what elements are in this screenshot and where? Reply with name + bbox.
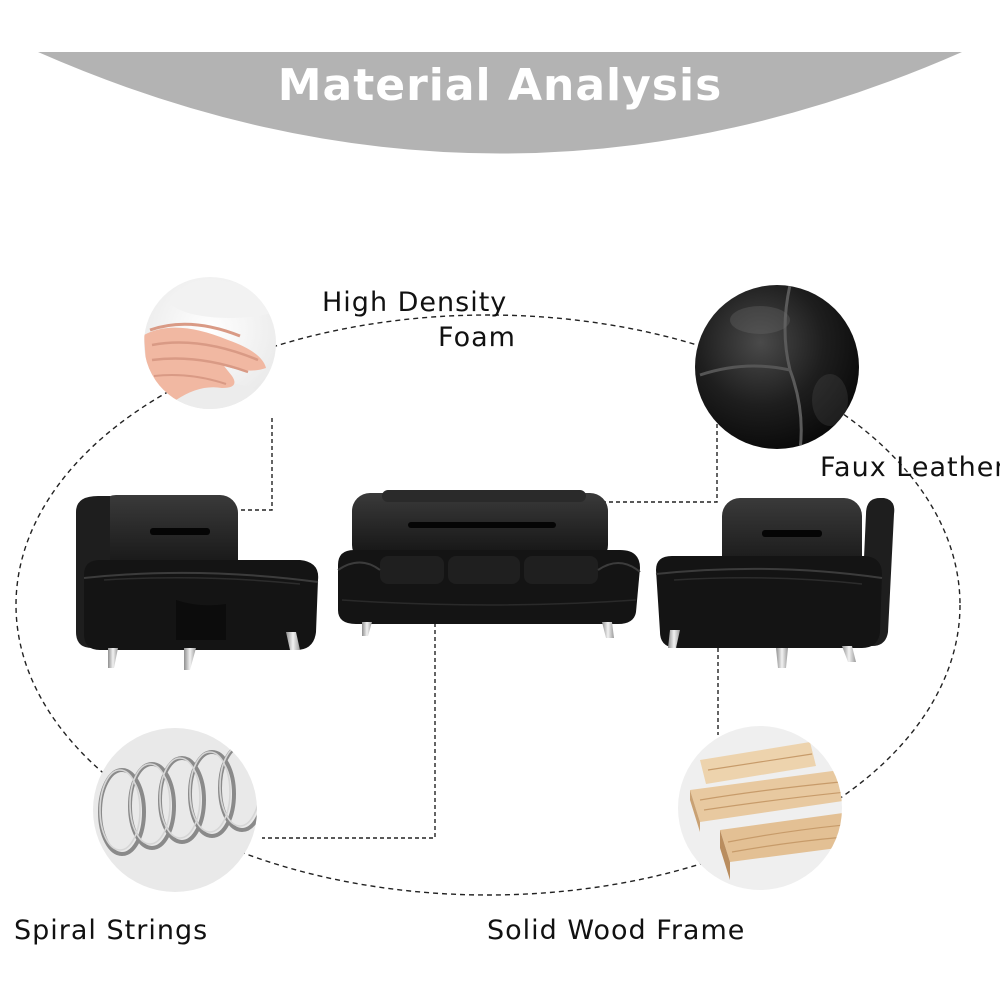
- foam-hand-icon: [144, 277, 276, 409]
- sofa: [337, 490, 641, 638]
- spiral-spring-icon: [93, 728, 257, 892]
- page-title: Material Analysis: [277, 60, 723, 111]
- title-banner: [38, 52, 962, 154]
- leather-swatch-icon: [695, 285, 859, 449]
- label-solid-wood-frame: Solid Wood Frame: [487, 915, 746, 946]
- label-spiral-strings: Spiral Strings: [14, 915, 209, 946]
- dashed-oval-connector: [15, 314, 961, 896]
- label-foam-line1: High Density: [322, 287, 508, 318]
- wood-plank-icon: [678, 726, 842, 890]
- label-foam-line2: Foam: [438, 322, 516, 353]
- right-armchair: [655, 498, 895, 668]
- label-faux-leather: Faux Leather: [820, 452, 1000, 483]
- leader-lines: [240, 418, 719, 839]
- left-armchair: [76, 495, 319, 670]
